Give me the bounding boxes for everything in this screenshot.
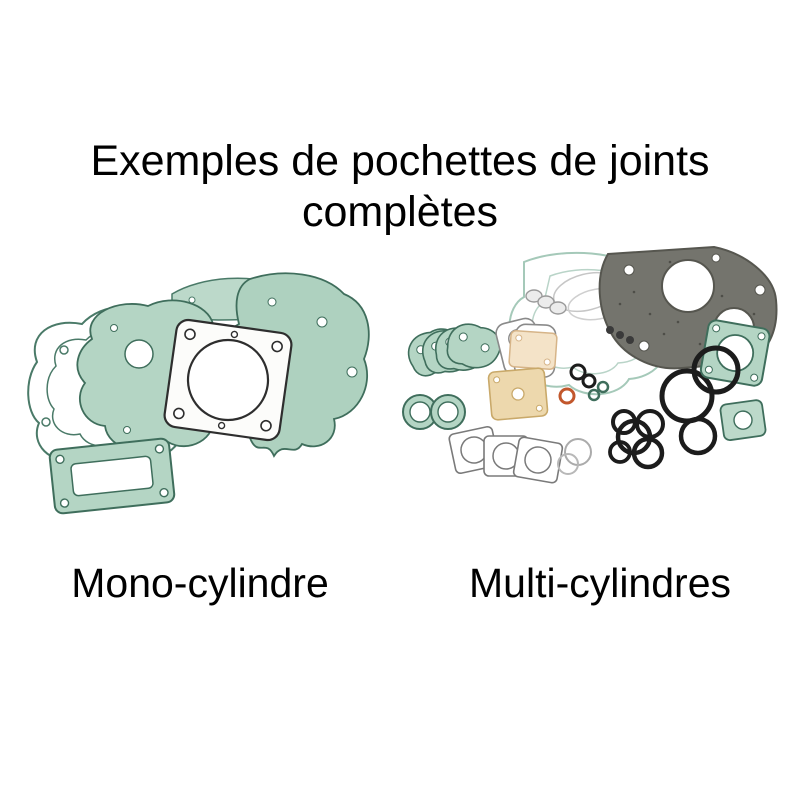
- big-o-ring: [691, 345, 741, 395]
- washer-set: [525, 289, 567, 315]
- page-title-line1: Exemples de pochettes de joints: [90, 137, 710, 185]
- page-title-line2: complètes: [302, 187, 498, 236]
- tan-carb-gasket: [508, 330, 558, 370]
- small-teal-gasket: [719, 399, 767, 442]
- label-multi-cylindres: Multi-cylindres: [469, 560, 731, 606]
- label-mono-cylindre: Mono-cylindre: [71, 560, 329, 606]
- teal-gasket-fan: [407, 323, 502, 377]
- beige-base-gasket: [487, 367, 549, 421]
- small-seal-dots: [606, 326, 634, 344]
- o-ring-cluster: [608, 368, 718, 470]
- mono-gasket-kit-image: [27, 272, 370, 515]
- shim-rings: [557, 438, 592, 475]
- cylinder-head-gasket: [163, 318, 293, 442]
- exhaust-gasket-fan: [448, 425, 564, 484]
- small-o-rings: [558, 363, 610, 405]
- double-port-gasket: [402, 394, 466, 430]
- cylinder-base-gasket: [48, 437, 176, 515]
- caption-row: Mono-cylindre Multi-cylindres: [0, 560, 800, 607]
- multi-gasket-kit-image: [402, 245, 778, 484]
- page-title: Exemples de pochettes de joints complète…: [0, 136, 800, 237]
